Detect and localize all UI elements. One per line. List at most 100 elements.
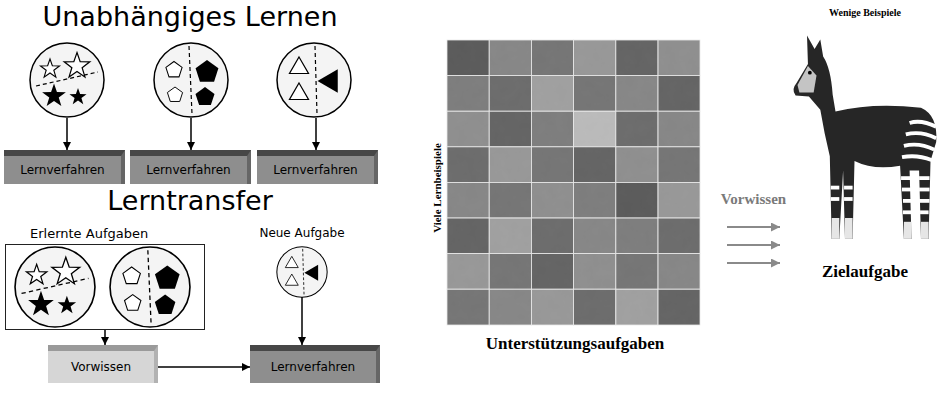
svg-rect bbox=[447, 182, 489, 218]
svg-path bbox=[793, 36, 936, 239]
svg-rect bbox=[832, 218, 840, 239]
svg-circle bbox=[808, 71, 812, 75]
svg-rect bbox=[531, 147, 573, 183]
knowledge-label: Vorwissen bbox=[71, 360, 131, 375]
svg-rect bbox=[921, 222, 929, 239]
svg-line bbox=[190, 118, 192, 150]
svg-rect bbox=[447, 40, 700, 325]
svg-rect bbox=[489, 182, 531, 218]
svg-line bbox=[901, 176, 911, 180]
connector-arrow bbox=[158, 366, 250, 368]
svg-rect bbox=[531, 76, 573, 112]
svg-path bbox=[904, 145, 934, 150]
svg-rect bbox=[447, 40, 700, 325]
learned-task-circles bbox=[15, 247, 190, 327]
svg-path bbox=[798, 66, 817, 93]
svg-rect bbox=[447, 254, 489, 290]
method-label: Lernverfahren bbox=[146, 163, 230, 178]
svg-rect bbox=[489, 254, 531, 290]
svg-rect bbox=[616, 289, 658, 325]
svg-path bbox=[906, 133, 936, 138]
group-frame bbox=[5, 244, 205, 330]
connector-arrow bbox=[104, 330, 106, 345]
svg-rect bbox=[904, 222, 912, 239]
panel-caption: Zielaufgabe bbox=[782, 262, 948, 282]
svg-rect bbox=[531, 289, 573, 325]
svg-rect bbox=[658, 111, 700, 147]
svg-rect bbox=[574, 254, 616, 290]
connector-arrow bbox=[301, 297, 303, 345]
svg-rect bbox=[658, 289, 700, 325]
svg-line bbox=[919, 188, 929, 192]
svg-rect bbox=[616, 76, 658, 112]
image-mosaic bbox=[447, 40, 700, 325]
svg-rect bbox=[616, 218, 658, 254]
svg-rect bbox=[616, 147, 658, 183]
svg-line bbox=[315, 118, 317, 150]
connector-arrow bbox=[727, 226, 780, 228]
svg-rect bbox=[447, 289, 489, 325]
svg-rect bbox=[616, 40, 658, 76]
task-arrows bbox=[67, 118, 316, 150]
method-label: Lernverfahren bbox=[273, 163, 357, 178]
svg-g bbox=[447, 40, 700, 325]
svg-rect bbox=[574, 111, 616, 147]
knowledge-box: Vorwissen bbox=[48, 345, 158, 383]
svg-rect bbox=[447, 76, 489, 112]
axis-label: Viele Lernbeispiele bbox=[431, 143, 443, 233]
method-box: Lernverfahren bbox=[4, 150, 125, 184]
connector-arrow bbox=[727, 244, 780, 246]
svg-rect bbox=[489, 76, 531, 112]
svg-rect bbox=[489, 147, 531, 183]
svg-line bbox=[844, 186, 853, 190]
svg-rect bbox=[447, 40, 489, 76]
svg-rect bbox=[616, 182, 658, 218]
svg-rect bbox=[658, 147, 700, 183]
svg-line bbox=[902, 188, 912, 192]
svg-rect bbox=[845, 218, 853, 239]
svg-rect bbox=[658, 254, 700, 290]
method-box: Lernverfahren bbox=[130, 150, 251, 184]
new-task: Neue Aufgabe bbox=[249, 226, 355, 297]
svg-rect bbox=[658, 40, 700, 76]
svg-use bbox=[30, 43, 104, 117]
svg-rect bbox=[616, 254, 658, 290]
method-box: Lernverfahren bbox=[250, 345, 380, 383]
svg-line bbox=[66, 118, 68, 150]
svg-rect bbox=[574, 289, 616, 325]
svg-rect bbox=[531, 218, 573, 254]
svg-use bbox=[277, 43, 351, 117]
edge-label: Vorwissen bbox=[719, 191, 788, 208]
svg-line bbox=[920, 210, 929, 214]
support-tasks: Viele LernbeispieleUnterstützungsaufgabe… bbox=[425, 38, 725, 363]
panel-caption: Unterstützungsaufgaben bbox=[425, 334, 725, 354]
svg-line bbox=[903, 199, 912, 203]
task-heading: Neue Aufgabe bbox=[249, 226, 355, 241]
method-label: Lernverfahren bbox=[20, 163, 104, 178]
svg-line bbox=[831, 197, 840, 201]
svg-line bbox=[903, 210, 912, 214]
svg-rect bbox=[658, 218, 700, 254]
svg-use bbox=[277, 247, 327, 297]
new-task-circle bbox=[277, 247, 327, 297]
svg-rect bbox=[531, 111, 573, 147]
svg-rect bbox=[574, 40, 616, 76]
okapi-picture bbox=[793, 36, 936, 239]
svg-g bbox=[831, 122, 936, 213]
svg-path bbox=[902, 156, 931, 160]
svg-line bbox=[919, 199, 929, 203]
svg-rect bbox=[574, 182, 616, 218]
group-heading: Erlernte Aufgaben bbox=[30, 226, 148, 242]
svg-rect bbox=[531, 40, 573, 76]
panel-heading: Wenige Beispiele bbox=[782, 7, 948, 18]
svg-use bbox=[15, 247, 95, 327]
svg-rect bbox=[489, 289, 531, 325]
svg-rect bbox=[531, 254, 573, 290]
svg-rect bbox=[658, 182, 700, 218]
svg-line bbox=[844, 197, 853, 201]
method-box: Lernverfahren bbox=[257, 150, 378, 184]
svg-rect bbox=[531, 182, 573, 218]
svg-rect bbox=[447, 147, 489, 183]
svg-rect bbox=[574, 218, 616, 254]
learned-tasks-group: Erlernte Aufgaben bbox=[5, 226, 205, 330]
